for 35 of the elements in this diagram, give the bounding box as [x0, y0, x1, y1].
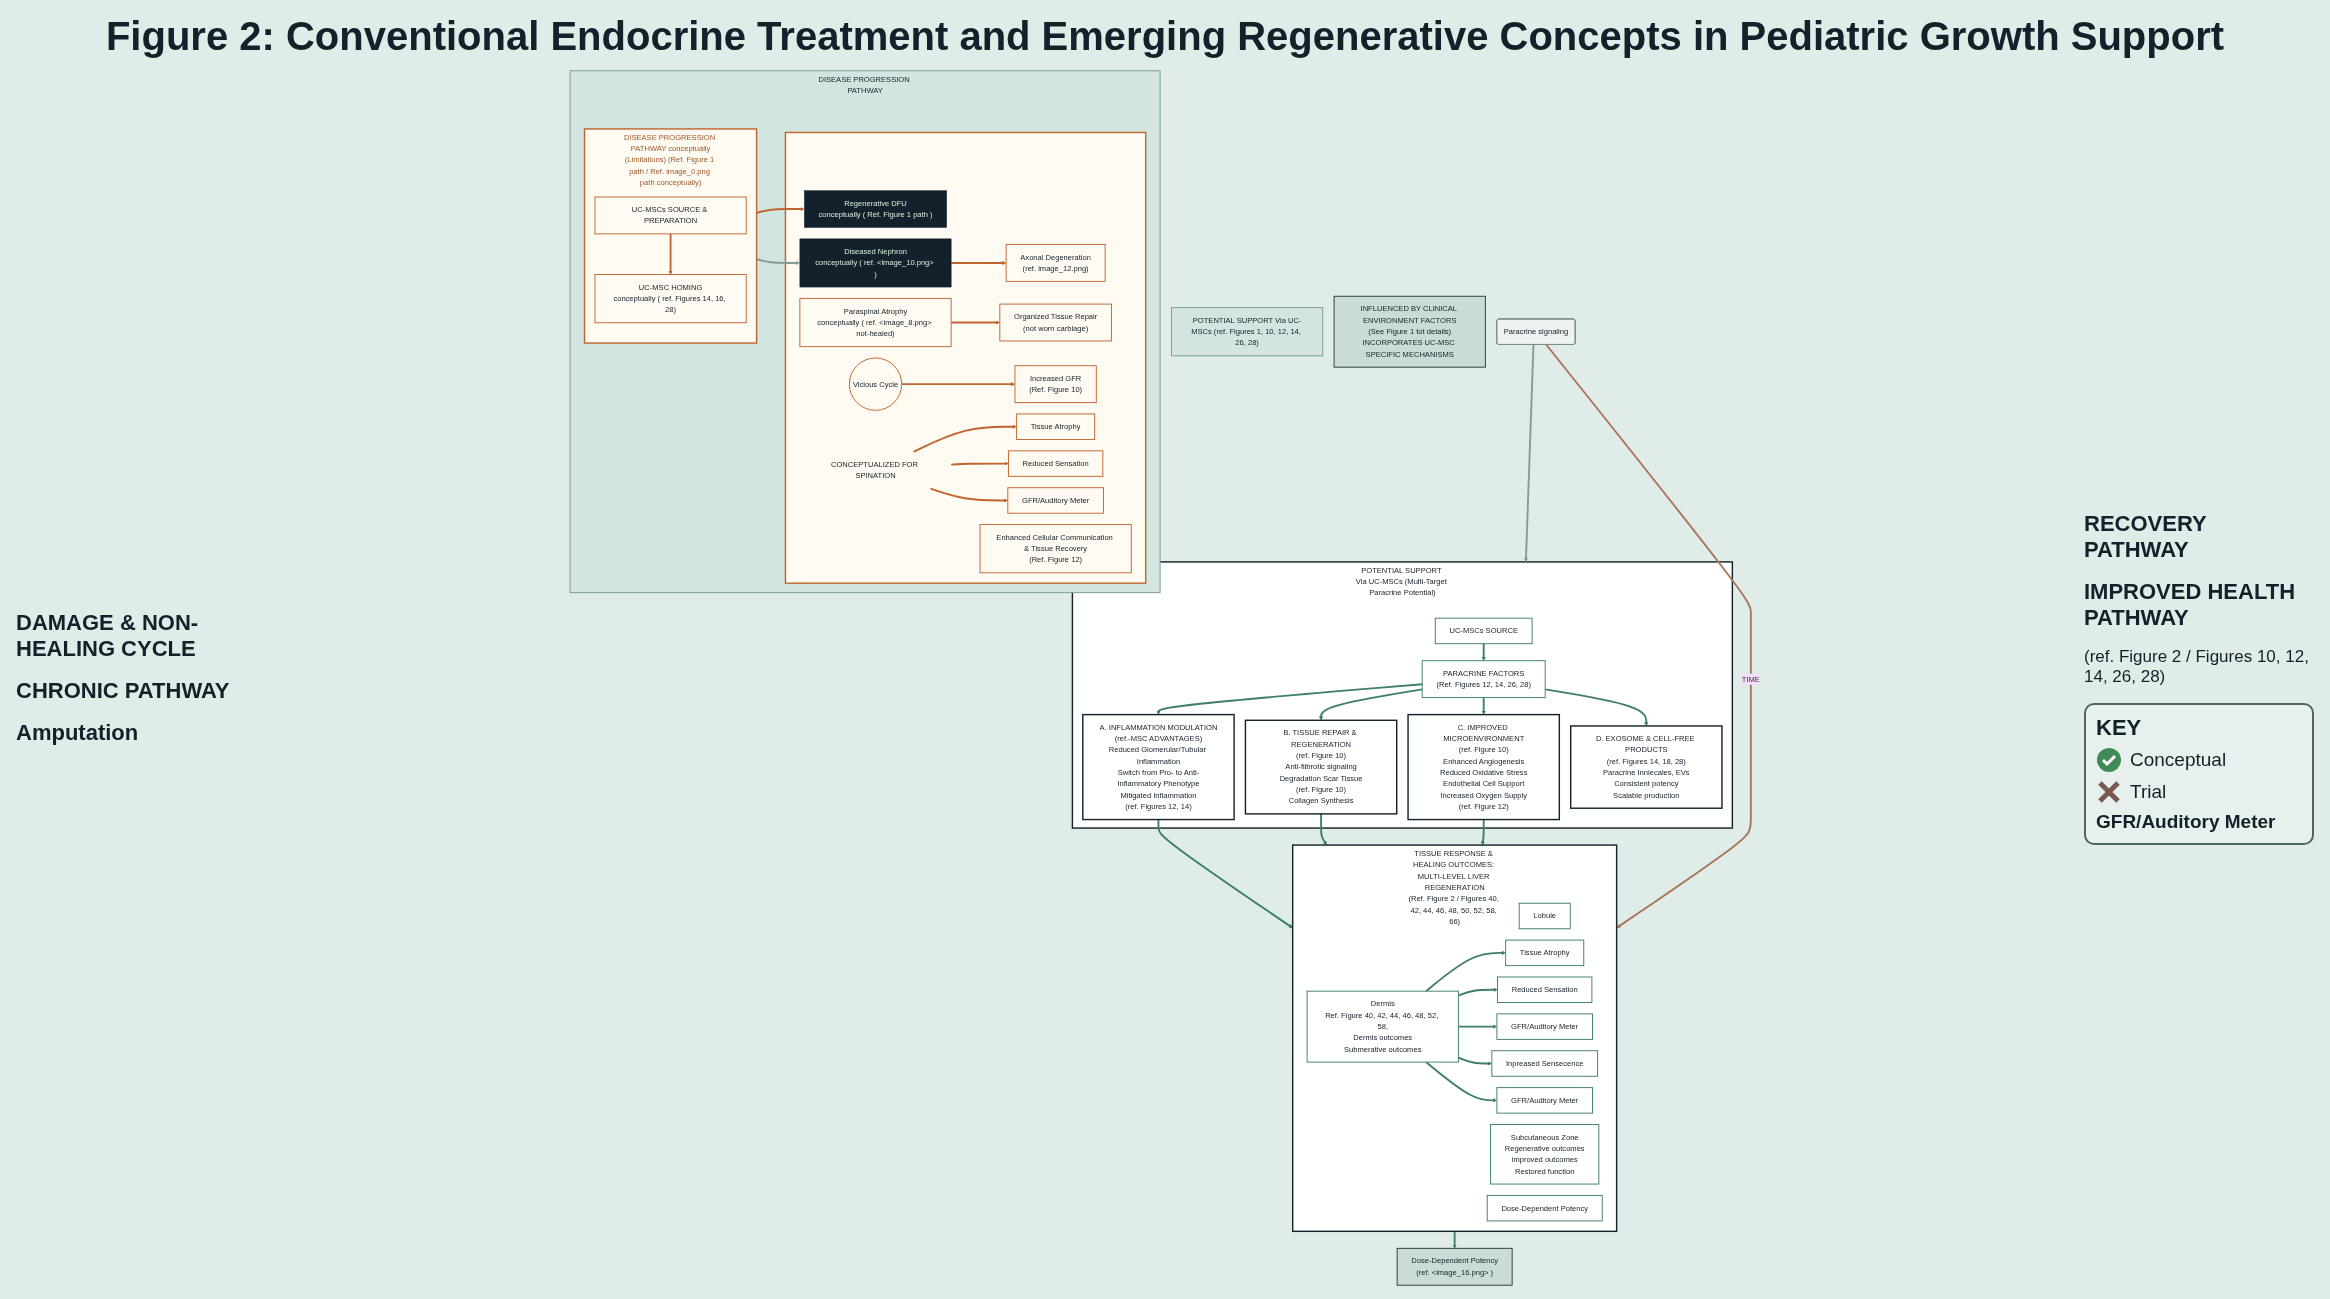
cluster [784, 131, 1147, 584]
arrow [1425, 1061, 1498, 1103]
reference-note: (ref. Figure 2 / Figures 10, 12, 14, 26, 28) [2084, 647, 2310, 687]
arrow [950, 461, 1009, 466]
legend-label: GFR/Auditory Meter [2096, 811, 2276, 833]
arrow [1457, 987, 1498, 997]
arrow [1425, 950, 1506, 993]
arrow [1319, 688, 1424, 721]
arrow [1481, 642, 1486, 661]
arrow [1156, 683, 1424, 715]
arrow [1481, 696, 1486, 715]
legend-label: Conceptual [2130, 749, 2227, 771]
arrow [1523, 343, 1535, 563]
arrow-label: DAMAGE & NON-HEALING CYCLE [16, 610, 200, 662]
arrow [1480, 818, 1486, 846]
arrow [1457, 1056, 1493, 1066]
legend-label: Trial [2130, 781, 2167, 803]
arrow [1545, 343, 1752, 929]
arrow [1452, 1230, 1457, 1249]
arrow [950, 260, 1007, 266]
outcome-label: Amputation [16, 720, 140, 746]
arrow [900, 382, 1016, 387]
arrow [1320, 812, 1327, 846]
arrow [1457, 1024, 1498, 1029]
arrow [912, 424, 1017, 453]
arrow [1157, 818, 1293, 929]
arrow [929, 487, 1008, 503]
legend-title: KEY [2096, 715, 2143, 741]
diagram-title: Figure 2: Conventional Endocrine Treatment and Emerging Regenerative Concepts in Pediatric Growth Support [104, 14, 2226, 59]
arrow [950, 320, 1000, 325]
pathway-label: CHRONIC PATHWAY [16, 678, 231, 704]
arrow-label: RECOVERY PATHWAY [2084, 511, 2208, 563]
pathway-label: IMPROVED HEALTH PATHWAY [2084, 579, 2297, 631]
arrow [668, 232, 673, 275]
arrow [1544, 688, 1649, 727]
